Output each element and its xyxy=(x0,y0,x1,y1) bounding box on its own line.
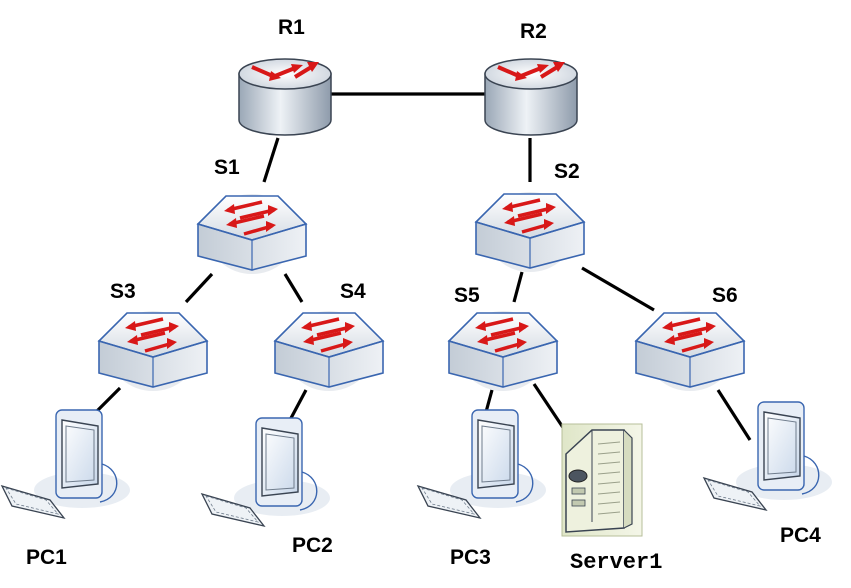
router-label-r1: R1 xyxy=(278,16,305,39)
server-server1[interactable] xyxy=(561,423,643,537)
switch-label-s3: S3 xyxy=(110,280,136,303)
workstation-pc1[interactable] xyxy=(1,409,131,519)
link-s1-s3 xyxy=(184,272,214,304)
link-s2-s5 xyxy=(512,271,524,303)
workstation-pc4[interactable] xyxy=(703,401,833,511)
switch-s3[interactable] xyxy=(97,309,209,393)
link-s6-pc4 xyxy=(716,389,752,441)
router-r1[interactable] xyxy=(237,57,333,137)
links xyxy=(94,92,752,441)
router-r2[interactable] xyxy=(483,57,579,137)
switch-label-s6: S6 xyxy=(712,284,738,307)
link-s2-s6 xyxy=(581,266,655,312)
switch-label-s1: S1 xyxy=(214,156,240,179)
host-label-pc4: PC4 xyxy=(780,524,821,547)
host-label-pc1: PC1 xyxy=(26,546,67,569)
link-r1-s1 xyxy=(262,137,280,183)
link-s5-server1 xyxy=(532,383,568,433)
switch-label-s5: S5 xyxy=(454,284,480,307)
switch-label-s2: S2 xyxy=(554,160,580,183)
labels: R1 R2 S1 S2 S3 S4 S5 S6 PC1 PC2 PC3 PC4 … xyxy=(26,16,821,575)
switch-s5[interactable] xyxy=(447,309,559,393)
host-label-pc3: PC3 xyxy=(450,546,491,569)
switch-s1[interactable] xyxy=(196,192,308,276)
switch-s4[interactable] xyxy=(273,309,385,393)
router-label-r2: R2 xyxy=(520,20,547,43)
link-s4-pc2 xyxy=(288,389,308,421)
workstation-pc2[interactable] xyxy=(201,417,331,527)
host-label-server1: Server1 xyxy=(570,550,662,575)
link-s3-pc1 xyxy=(94,386,122,414)
link-s5-pc3 xyxy=(484,389,494,413)
switch-label-s4: S4 xyxy=(340,280,366,303)
switch-s6[interactable] xyxy=(634,309,746,393)
workstation-pc3[interactable] xyxy=(417,409,547,519)
link-s1-s4 xyxy=(283,273,304,303)
host-label-pc2: PC2 xyxy=(292,534,333,557)
switch-s2[interactable] xyxy=(474,190,586,274)
